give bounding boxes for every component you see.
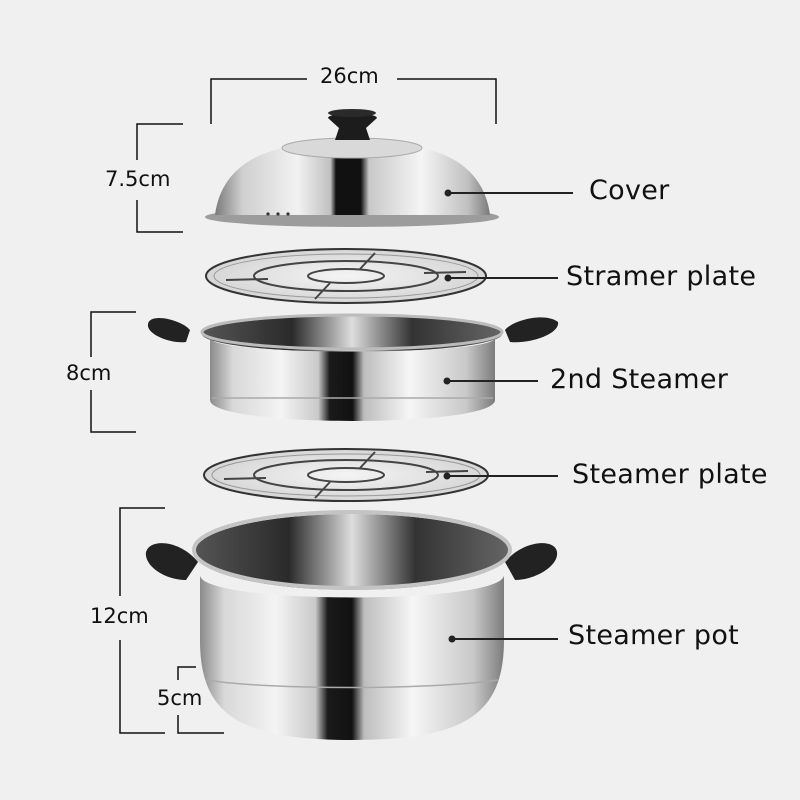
cover-label: Cover <box>589 175 670 206</box>
steamer-plate-label: Steamer plate <box>572 459 768 490</box>
steamer-height-label: 8cm <box>64 361 114 385</box>
stramer-plate-part <box>205 248 487 304</box>
second-steamer-part <box>147 313 559 421</box>
pot-base-height-label: 5cm <box>155 686 205 710</box>
width-dimension-label: 26cm <box>318 64 381 88</box>
cover-height-label: 7.5cm <box>103 167 173 191</box>
second-steamer-label: 2nd Steamer <box>550 364 729 395</box>
leader-lines <box>447 192 573 640</box>
stramer-plate-label: Stramer plate <box>566 261 757 292</box>
leader-dots <box>443 189 456 643</box>
pot-height-label: 12cm <box>88 604 151 628</box>
steamer-pot-part <box>145 510 558 740</box>
cover-part <box>205 109 499 227</box>
dimension-lines <box>90 78 497 734</box>
steamer-pot-label: Steamer pot <box>568 620 740 651</box>
